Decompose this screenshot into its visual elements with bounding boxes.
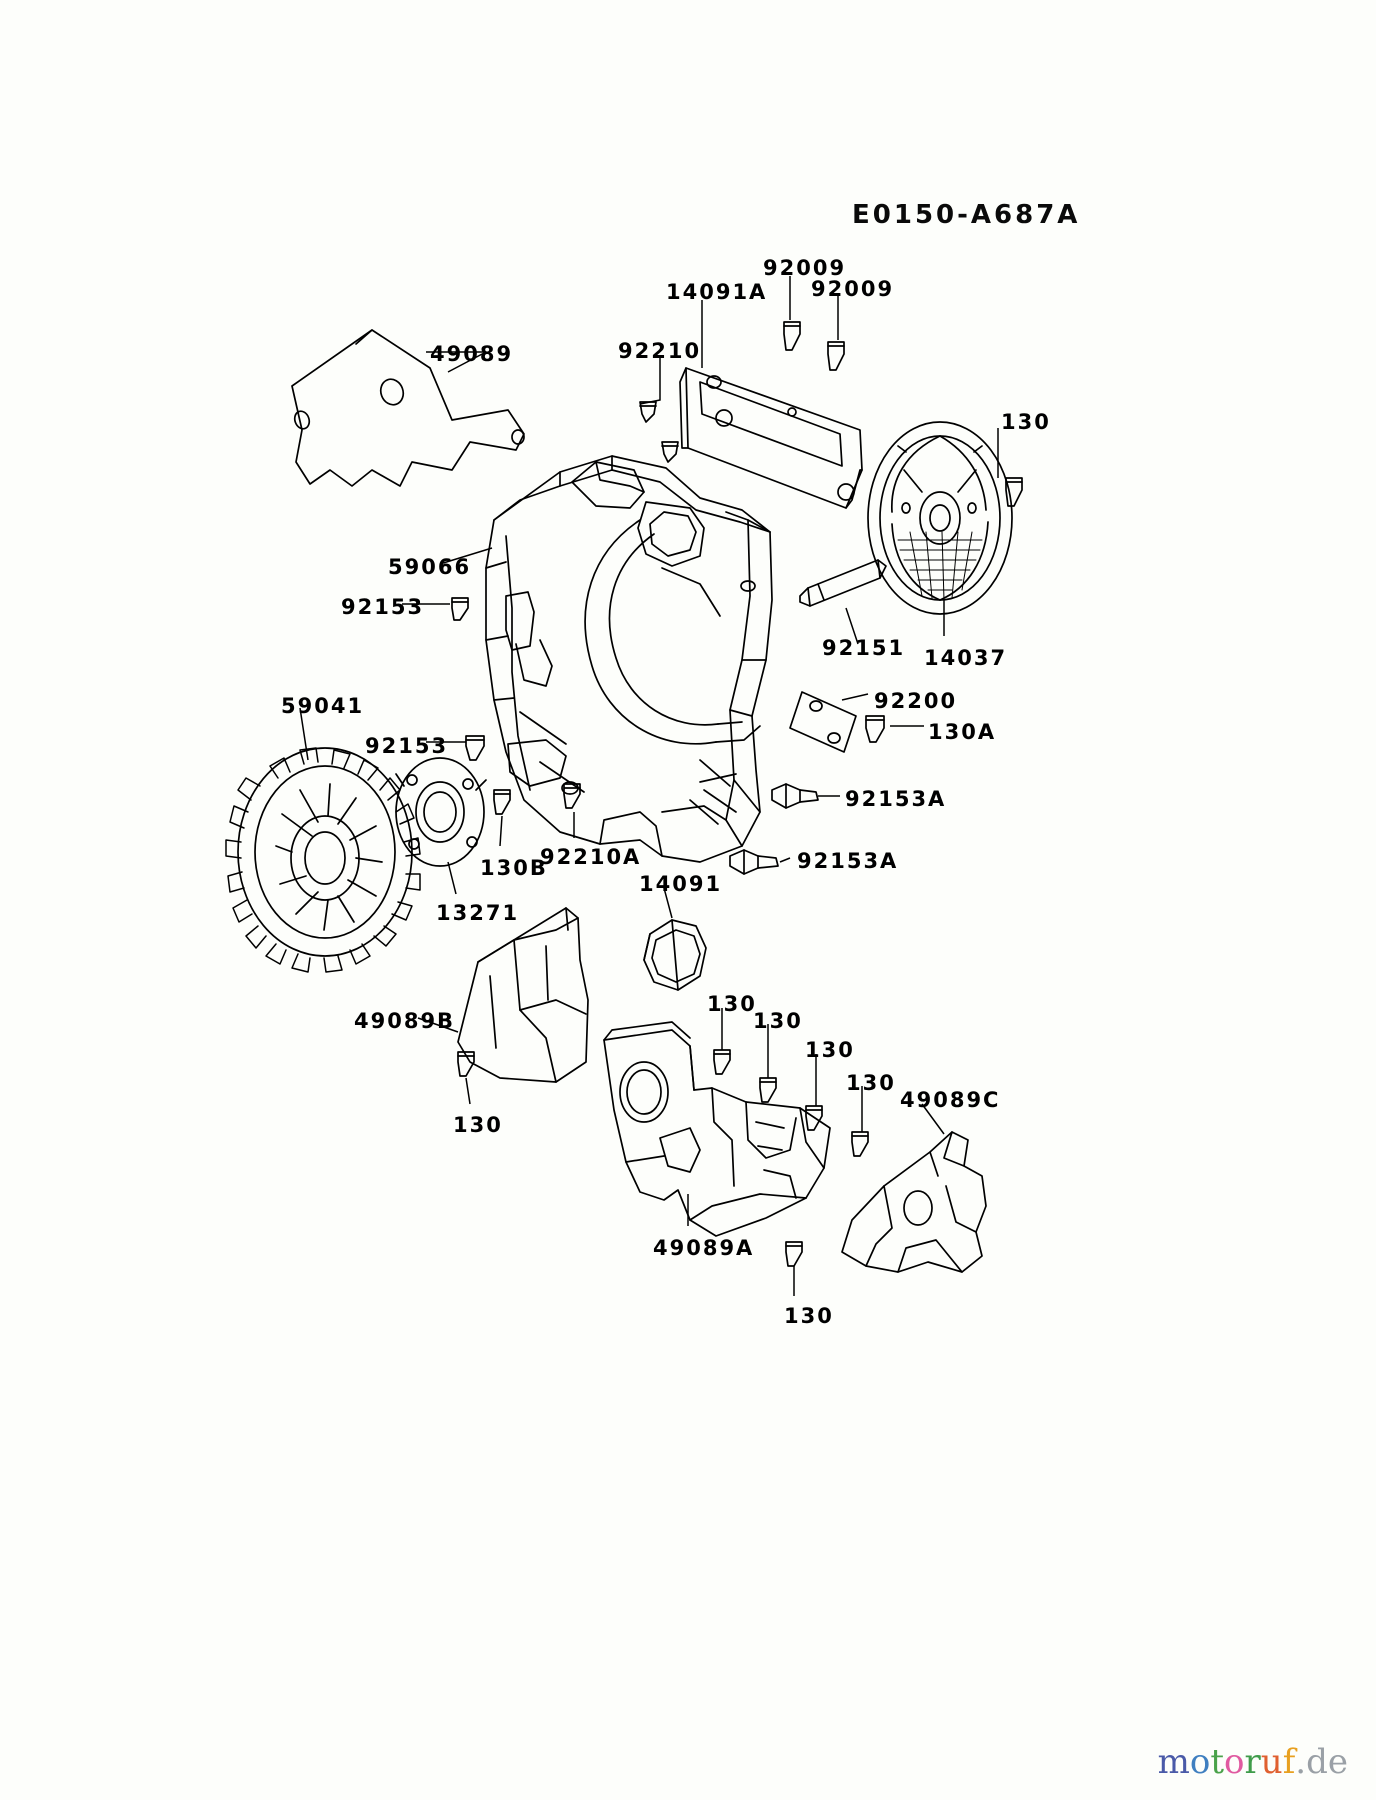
part-130-screws-row <box>713 1049 869 1157</box>
part-49089C-guard <box>841 1131 987 1273</box>
part-label-92009-a: 92009 <box>763 256 847 280</box>
part-label-49089C: 49089C <box>900 1088 1001 1112</box>
part-59041-flywheel-fan <box>225 747 421 973</box>
part-label-49089: 49089 <box>430 342 514 366</box>
part-label-92009-b: 92009 <box>811 277 895 301</box>
part-label-92151: 92151 <box>822 636 906 660</box>
part-14091-cap <box>643 919 707 991</box>
part-label-49089B: 49089B <box>354 1009 456 1033</box>
part-label-14037: 14037 <box>924 646 1008 670</box>
part-label-14091: 14091 <box>639 872 723 896</box>
part-label-130-screen: 130 <box>1001 410 1051 434</box>
part-label-92210A: 92210A <box>540 845 642 869</box>
part-label-130-d: 130 <box>753 1009 803 1033</box>
part-label-92153A-b: 92153A <box>797 849 899 873</box>
part-label-92153A-a: 92153A <box>845 787 947 811</box>
part-92151-long-bolt <box>799 559 887 607</box>
sheet-code-title: E0150-A687A <box>852 200 1081 230</box>
part-label-59066: 59066 <box>388 555 472 579</box>
part-14091A-cover <box>679 367 863 509</box>
part-14037-rotating-screen <box>867 421 1013 615</box>
part-130A-screw <box>865 715 885 743</box>
part-49089A-bracket <box>603 1021 831 1237</box>
part-92210-screws <box>639 401 679 463</box>
motoruf-watermark: motoruf.de <box>1157 1742 1348 1782</box>
part-label-13271: 13271 <box>436 901 520 925</box>
part-label-92153-b: 92153 <box>365 734 449 758</box>
part-130-screw-bottom <box>785 1241 803 1267</box>
part-92210A-screw <box>563 783 581 809</box>
part-label-92200: 92200 <box>874 689 958 713</box>
part-92153A-bolts <box>729 783 819 875</box>
leader-lines <box>299 276 999 1296</box>
part-49089-heat-guard <box>291 329 525 487</box>
part-label-130-c: 130 <box>707 992 757 1016</box>
part-49089B-guard <box>457 907 589 1083</box>
part-label-130-h: 130 <box>784 1304 834 1328</box>
part-130-screw-screen <box>1005 477 1023 507</box>
part-13271-plate <box>395 757 487 867</box>
part-label-14091A: 14091A <box>666 280 768 304</box>
part-label-130-e: 130 <box>805 1038 855 1062</box>
part-92153-screws <box>451 597 485 761</box>
part-label-130-f: 130 <box>846 1071 896 1095</box>
part-label-130A: 130A <box>928 720 997 744</box>
part-92200-plate <box>789 691 857 753</box>
part-92009-screws <box>783 321 845 371</box>
part-59066-blower-housing <box>485 455 773 863</box>
part-label-92153-a: 92153 <box>341 595 425 619</box>
part-label-130B: 130B <box>480 856 548 880</box>
part-130B-screw <box>493 789 511 815</box>
part-label-92210: 92210 <box>618 339 702 363</box>
part-label-59041: 59041 <box>281 694 365 718</box>
part-130-screw-guardB <box>457 1051 475 1077</box>
part-label-49089A: 49089A <box>653 1236 755 1260</box>
part-label-130-g: 130 <box>453 1113 503 1137</box>
